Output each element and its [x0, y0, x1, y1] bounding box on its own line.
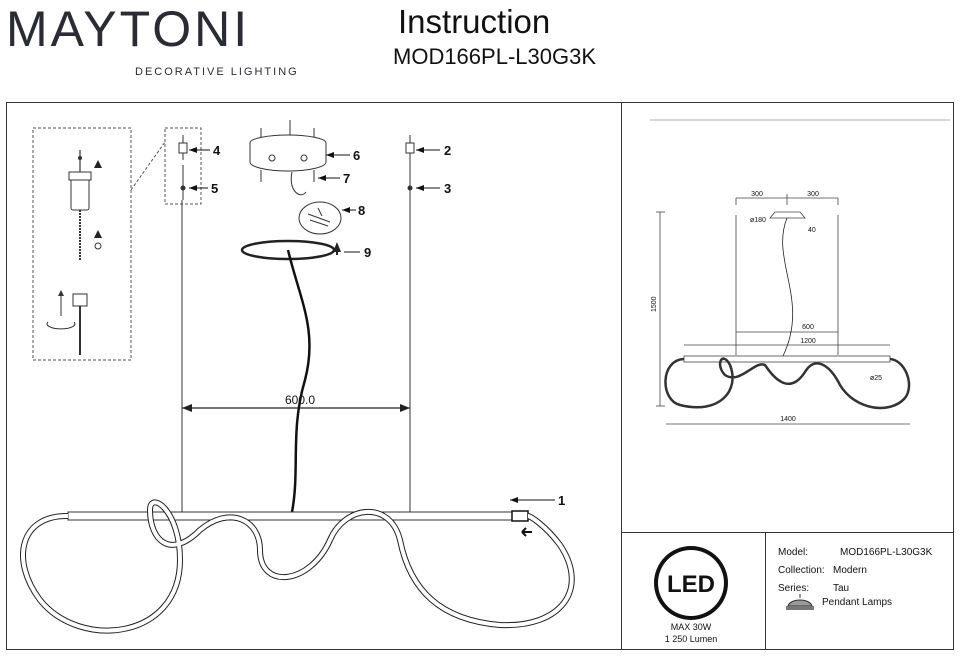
dim-top-right: 300 [807, 191, 819, 198]
callout-2: 2 [444, 143, 451, 158]
callout-4: 4 [213, 143, 221, 158]
frame-divider-vertical [621, 102, 622, 650]
dim-canopy-height: 40 [808, 227, 816, 234]
series-label: Series: [778, 583, 809, 594]
brand-tagline: DECORATIVE LIGHTING [135, 66, 299, 78]
detail-callout-box [164, 127, 202, 205]
pendant-lamp-icon [786, 594, 814, 610]
luminaire [20, 499, 575, 634]
dim-height: 1500 [651, 296, 658, 312]
collection-label: Collection: [778, 565, 825, 576]
callout-7: 7 [343, 171, 350, 186]
connector-detail [290, 171, 342, 235]
dim-tube-diameter: ø25 [870, 375, 882, 382]
callout-8: 8 [358, 203, 365, 218]
model-label: Model: [778, 547, 808, 558]
info-panel: Model: MOD166PL-L30G3K Collection: Moder… [778, 547, 933, 608]
dim-top-left: 300 [751, 191, 763, 198]
dim-canopy-diameter: ø180 [750, 217, 766, 224]
canopy [249, 120, 327, 182]
callout-box-parts [178, 135, 188, 200]
brand-logo: MAYTONI [6, 4, 250, 54]
document-title: Instruction [398, 3, 551, 40]
span-dimension-label: 600.0 [285, 393, 315, 407]
callout-5: 5 [211, 181, 218, 196]
type-value: Pendant Lamps [822, 597, 892, 608]
callout-6: 6 [353, 148, 360, 163]
frame-divider-horizontal [621, 532, 954, 533]
drawing-frame [6, 102, 954, 650]
collection-value: Modern [833, 565, 867, 576]
callout-3: 3 [444, 181, 451, 196]
dim-inner-length: 1200 [800, 338, 816, 345]
callouts: 1 2 3 4 5 6 7 8 9 [189, 143, 565, 508]
model-value: MOD166PL-L30G3K [840, 547, 933, 558]
dimension-drawing [650, 119, 950, 425]
right-gripper [405, 135, 415, 191]
info-divider [765, 532, 766, 650]
document-model: MOD166PL-L30G3K [393, 44, 596, 69]
dimension-labels: 300 300 ø180 40 1500 600 1200 ø25 1400 [651, 191, 882, 423]
cable-gripper-detail [46, 150, 102, 355]
dim-span: 600 [802, 324, 814, 331]
callout-1: 1 [558, 493, 565, 508]
power-cable [286, 249, 311, 513]
led-badge: LED [654, 546, 728, 620]
led-lumen: 1 250 Lumen [665, 634, 718, 644]
dim-total-length: 1400 [780, 416, 796, 423]
series-value: Tau [833, 583, 849, 594]
led-badge-text: LED [667, 571, 715, 598]
led-power: MAX 30W [671, 622, 712, 632]
callout-9: 9 [364, 245, 371, 260]
brand-name: MAYTONI [6, 1, 251, 57]
